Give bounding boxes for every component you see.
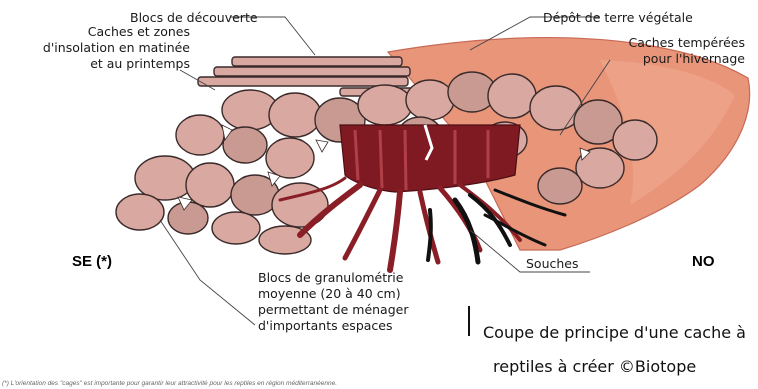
stump-bark [405,130,406,190]
slab [232,57,402,66]
footnote: (*) L'orientation des "cages" est import… [2,380,337,387]
label-blocs-granulo-1: Blocs de granulométrie [258,270,404,285]
rock [358,85,412,125]
label-caches-zones-3: et au printemps [90,56,190,71]
orientation-left: SE (*) [72,253,112,270]
rock [613,120,657,160]
rock [266,138,314,178]
rock [538,168,582,204]
label-blocs-granulo-2: moyenne (20 à 40 cm) [258,286,401,301]
rock [212,212,260,244]
root [390,192,400,270]
rock [488,74,536,118]
caption-line-2: reptiles à créer ©Biotope [493,357,696,376]
label-caches-temperees-1: Caches tempérées [628,35,745,50]
label-caches-zones-1: Caches et zones [88,24,190,39]
label-blocs-granulo-4: d'importants espaces [258,318,393,333]
label-souches: Souches [526,256,579,271]
stump-bark [380,130,382,188]
label-caches-zones-2: d'insolation en matinée [43,40,190,55]
label-caches-temperees-2: pour l'hivernage [643,51,745,66]
slab [214,67,410,76]
orientation-right: NO [692,253,715,270]
root [345,190,380,258]
rock [269,93,321,137]
label-blocs-granulo-3: permettant de ménager [258,302,409,317]
label-blocs-decouverte: Blocs de découverte [130,10,258,25]
rock [186,163,234,207]
root-black [455,200,478,262]
rock [135,156,195,200]
void [316,140,328,152]
rock [116,194,164,230]
rock [406,80,454,120]
label-depot-terre: Dépôt de terre végétale [543,10,693,25]
rock [176,115,224,155]
slab [198,77,408,86]
caption-line-1: Coupe de principe d'une cache à [483,323,746,342]
rock [168,202,208,234]
